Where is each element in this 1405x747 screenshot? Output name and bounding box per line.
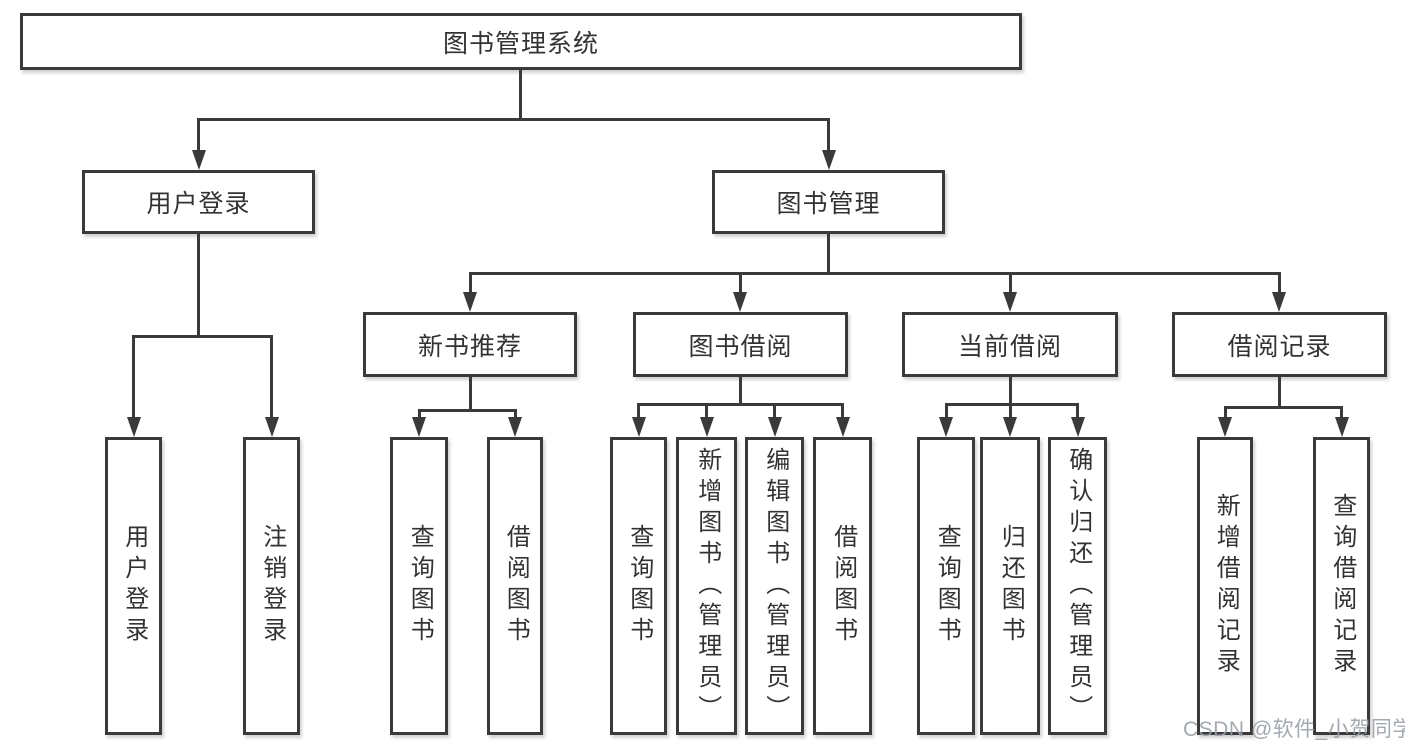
connector-line [637, 403, 844, 406]
arrow-down-icon [1003, 292, 1017, 312]
connector-line [270, 335, 273, 419]
connector-line [132, 335, 135, 419]
leaf-record-add: 新增借阅记录 [1197, 437, 1253, 735]
arrow-down-icon [699, 417, 714, 437]
connector-line [827, 118, 830, 153]
connector-line [1008, 377, 1012, 403]
leaf-borrow-add-book: 新增图书（管理员） [676, 437, 737, 735]
node-user-login-label: 用户登录 [146, 190, 251, 218]
connector-line [1223, 406, 1343, 409]
leaf-borrow-edit-book-label: 编辑图书（管理员） [761, 446, 789, 726]
node-new-book-recommend-label: 新书推荐 [417, 332, 522, 361]
connector-line [468, 377, 472, 409]
leaf-logout: 注销登录 [243, 437, 300, 735]
arrow-down-icon [1272, 292, 1286, 312]
connector-line [1008, 272, 1012, 295]
node-new-book-recommend: 新书推荐 [363, 312, 577, 377]
node-book-borrow: 图书借阅 [633, 312, 848, 377]
connector-line [197, 234, 200, 335]
arrow-down-icon [264, 417, 279, 437]
arrow-down-icon [835, 417, 850, 437]
connector-line [1076, 403, 1079, 419]
node-borrow-record: 借阅记录 [1172, 312, 1387, 377]
leaf-rec-query-book: 查询图书 [390, 437, 448, 735]
node-book-management: 图书管理 [712, 170, 945, 234]
leaf-login-label: 用户登录 [120, 524, 148, 648]
connector-line [468, 272, 472, 295]
leaf-borrow-borrow-book: 借阅图书 [813, 437, 872, 735]
connector-line [1277, 377, 1281, 406]
connector-line [738, 377, 742, 403]
connector-line [197, 118, 200, 153]
node-root: 图书管理系统 [20, 13, 1022, 70]
connector-line [132, 335, 273, 338]
connector-line [705, 403, 708, 419]
leaf-current-confirm-return-label: 确认归还（管理员） [1064, 446, 1092, 726]
connector-line [944, 403, 1079, 406]
connector-line [1223, 406, 1227, 419]
arrow-down-icon [631, 417, 646, 437]
node-user-login: 用户登录 [82, 170, 315, 234]
arrow-down-icon [1218, 417, 1232, 437]
leaf-current-query-book: 查询图书 [917, 437, 975, 735]
leaf-borrow-query-book: 查询图书 [610, 437, 667, 735]
connector-line [841, 403, 844, 419]
connector-line [773, 403, 776, 419]
arrow-down-icon [821, 150, 836, 170]
node-book-borrow-label: 图书借阅 [688, 332, 793, 361]
csdn-watermark: CSDN @软件_小贺同学 [1183, 718, 1405, 741]
connector-line [738, 272, 742, 295]
leaf-current-query-book-label: 查询图书 [933, 524, 961, 648]
leaf-borrow-edit-book: 编辑图书（管理员） [745, 437, 804, 735]
node-root-label: 图书管理系统 [442, 29, 599, 58]
arrow-down-icon [463, 292, 477, 312]
arrow-down-icon [191, 150, 206, 170]
leaf-record-query: 查询借阅记录 [1313, 437, 1370, 735]
arrow-down-icon [1070, 417, 1085, 437]
arrow-down-icon [508, 417, 522, 437]
arrow-down-icon [1003, 417, 1017, 437]
connector-line [1340, 406, 1343, 419]
leaf-rec-borrow-book: 借阅图书 [487, 437, 543, 735]
leaf-record-add-label: 新增借阅记录 [1212, 493, 1240, 679]
connector-line [827, 234, 830, 272]
connector-line [513, 409, 517, 419]
arrow-down-icon [939, 417, 953, 437]
leaf-rec-borrow-book-label: 借阅图书 [502, 524, 530, 648]
connector-line [637, 403, 640, 419]
leaf-logout-label: 注销登录 [258, 524, 286, 648]
arrow-down-icon [412, 417, 426, 437]
node-borrow-record-label: 借阅记录 [1227, 332, 1332, 361]
node-book-management-label: 图书管理 [776, 190, 881, 218]
leaf-current-return-book: 归还图书 [980, 437, 1040, 735]
arrow-down-icon [126, 417, 141, 437]
leaf-login: 用户登录 [105, 437, 162, 735]
arrow-down-icon [767, 417, 782, 437]
leaf-borrow-borrow-book-label: 借阅图书 [829, 524, 857, 648]
connector-line [417, 409, 421, 419]
connector-line [1008, 403, 1012, 419]
leaf-current-confirm-return: 确认归还（管理员） [1048, 437, 1107, 735]
leaf-borrow-query-book-label: 查询图书 [625, 524, 653, 648]
leaf-borrow-add-book-label: 新增图书（管理员） [693, 446, 721, 726]
node-current-borrow-label: 当前借阅 [957, 332, 1062, 361]
leaf-rec-query-book-label: 查询图书 [406, 524, 434, 648]
connector-line [518, 68, 522, 118]
connector-line [417, 409, 517, 412]
connector-line [197, 118, 830, 121]
connector-line [1277, 272, 1281, 295]
arrow-down-icon [733, 292, 747, 312]
leaf-record-query-label: 查询借阅记录 [1328, 493, 1356, 679]
arrow-down-icon [1334, 417, 1349, 437]
node-current-borrow: 当前借阅 [902, 312, 1118, 377]
leaf-current-return-book-label: 归还图书 [997, 524, 1025, 648]
connector-line [944, 403, 948, 419]
connector-line [468, 272, 1281, 275]
